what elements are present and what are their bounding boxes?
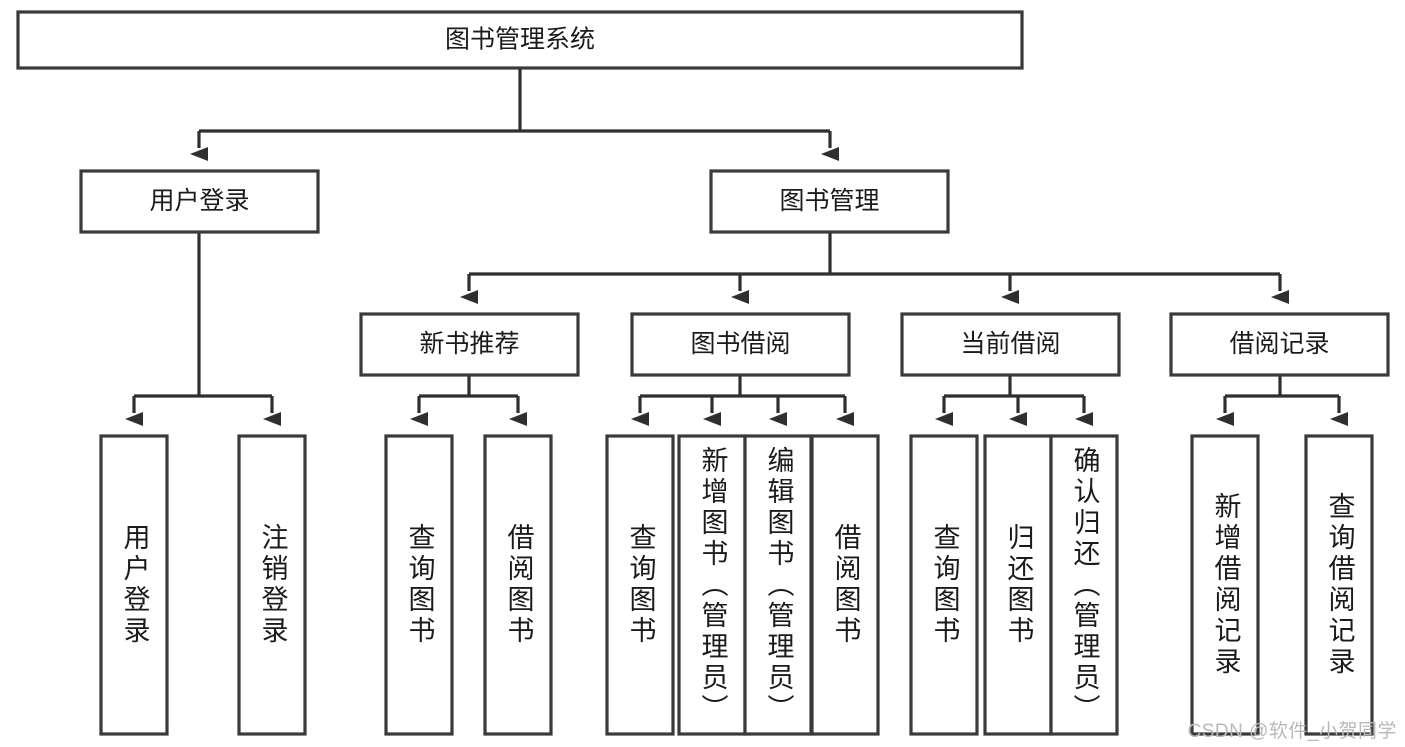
connector-group-current-borrow [935, 375, 1093, 426]
node-label-book-management: 图书管理 [779, 187, 879, 215]
leaf-box-user-login[interactable] [99, 434, 169, 736]
leaf-box-return-book[interactable] [983, 434, 1053, 736]
node-label-borrow-record: 借阅记录 [1229, 330, 1329, 358]
node-label-current-borrow: 当前借阅 [960, 330, 1060, 358]
leaf-box-logout[interactable] [237, 434, 307, 736]
leaf-box-edit-book-admin[interactable] [743, 434, 813, 736]
node-box-new-book-recommend[interactable] [359, 312, 580, 377]
connector-group-book-management [460, 232, 1289, 304]
leaf-box-add-book-admin[interactable] [677, 434, 747, 736]
connector-group-user-login [125, 232, 281, 426]
connector-group-book-borrow [631, 375, 854, 426]
node-label-user-login: 用户登录 [149, 187, 249, 215]
leaf-box-borrow-book[interactable] [810, 434, 880, 736]
leaf-box-query-book-borrow[interactable] [605, 434, 675, 736]
node-label-root: 图书管理系统 [445, 26, 595, 54]
node-label-new-book-recommend: 新书推荐 [419, 330, 519, 358]
leaf-box-add-borrow-record[interactable] [1190, 434, 1260, 736]
connector-group-root [190, 68, 839, 161]
connector-group-new-book [410, 375, 527, 426]
leaf-box-confirm-return-admin[interactable] [1049, 434, 1119, 736]
node-box-book-borrow[interactable] [630, 312, 851, 377]
connector-group-borrow-record [1216, 375, 1348, 426]
leaf-box-query-book-current[interactable] [909, 434, 979, 736]
node-box-book-management[interactable] [709, 169, 950, 234]
node-label-book-borrow: 图书借阅 [690, 330, 790, 358]
node-box-root[interactable] [16, 10, 1024, 70]
leaf-box-query-borrow-record[interactable] [1304, 434, 1374, 736]
leaf-box-group [99, 434, 1374, 736]
node-box-borrow-record[interactable] [1169, 312, 1390, 377]
node-box-user-login[interactable] [79, 169, 320, 234]
watermark-text: CSDN @软件_小贺同学 [1187, 721, 1397, 742]
leaf-box-query-book-new[interactable] [384, 434, 454, 736]
node-box-current-borrow[interactable] [900, 312, 1121, 377]
leaf-box-borrow-book-new[interactable] [483, 434, 553, 736]
